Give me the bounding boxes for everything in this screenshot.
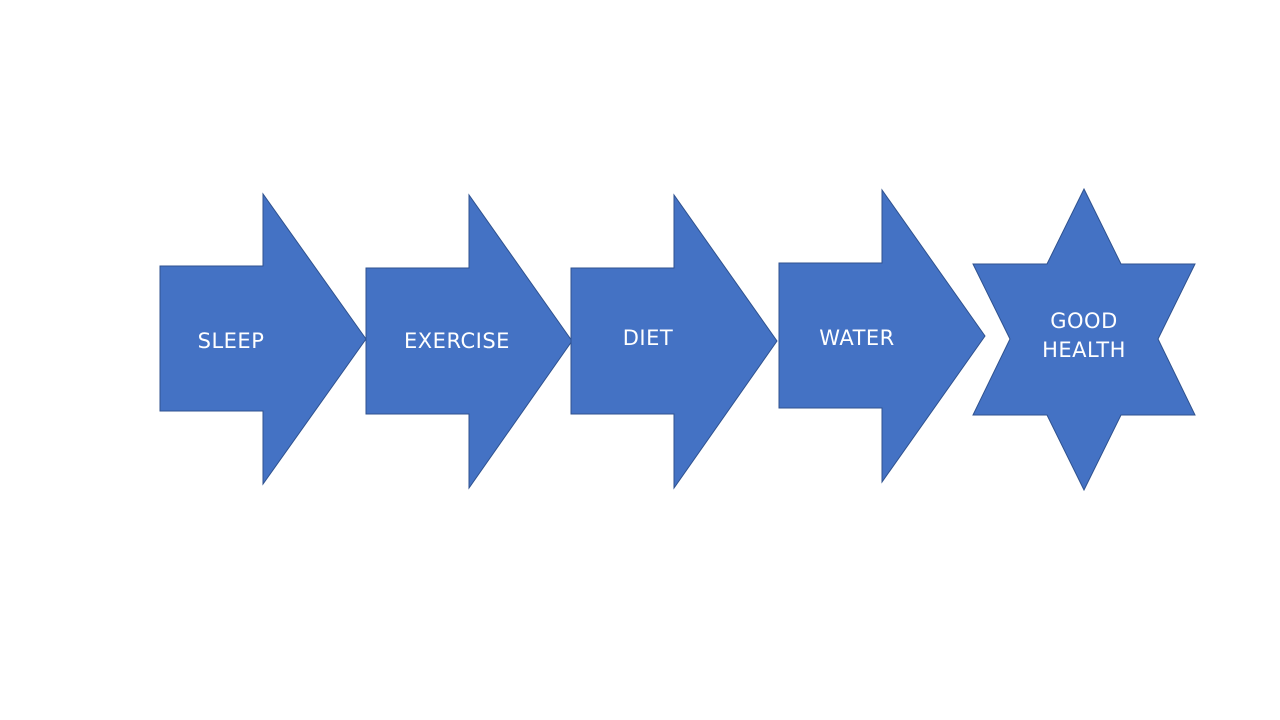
star-shape (972, 187, 1196, 492)
goal-label-line2: HEALTH (1042, 338, 1126, 362)
arrow-shape (159, 192, 367, 486)
step-label-water: WATER (819, 326, 895, 350)
step-arrow-diet: DIET (570, 193, 778, 490)
arrow-shape (778, 188, 986, 484)
step-arrow-exercise: EXERCISE (365, 193, 573, 490)
step-arrow-water: WATER (778, 188, 986, 484)
step-arrow-sleep: SLEEP (159, 192, 367, 486)
goal-star-good-health: GOOD HEALTH (972, 187, 1196, 492)
goal-label-line1: GOOD (1050, 309, 1118, 333)
step-label-sleep: SLEEP (198, 329, 265, 353)
step-label-diet: DIET (623, 326, 673, 350)
arrow-shape (365, 193, 573, 490)
arrow-shape (570, 193, 778, 490)
step-label-exercise: EXERCISE (404, 329, 510, 353)
